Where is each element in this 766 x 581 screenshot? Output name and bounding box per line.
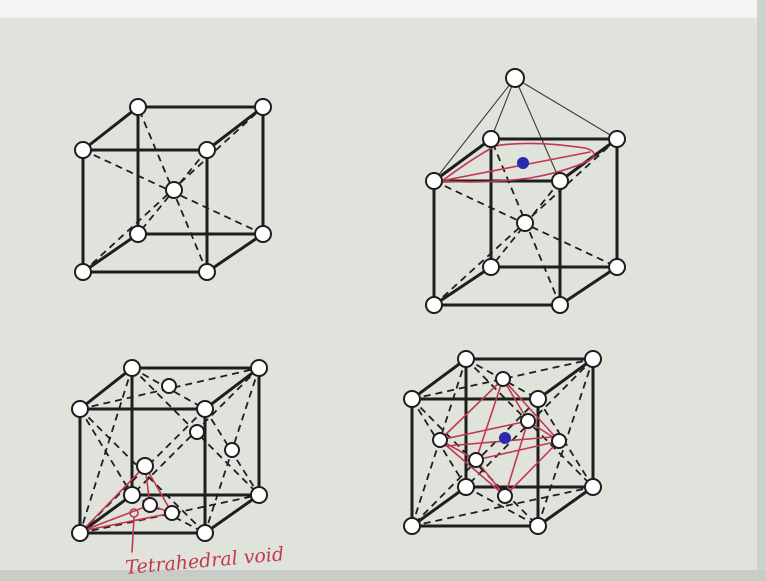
atom — [483, 131, 499, 147]
atom — [585, 351, 601, 367]
atom — [404, 518, 420, 534]
bcc-edge — [207, 234, 263, 272]
atom — [75, 264, 91, 280]
cell-edge — [434, 267, 491, 305]
face-center-atom — [433, 433, 447, 447]
atom — [552, 297, 568, 313]
body-center-atom — [166, 182, 182, 198]
atom — [251, 360, 267, 376]
face-center-atom — [496, 372, 510, 386]
atom — [458, 479, 474, 495]
atom — [404, 391, 420, 407]
atom — [609, 259, 625, 275]
bcc-front-face — [83, 150, 207, 272]
face-center-atom — [165, 506, 179, 520]
octahedral-void-marker — [499, 432, 511, 444]
bcc-edge — [83, 234, 138, 272]
atom — [124, 360, 140, 376]
face-center-atom — [190, 425, 204, 439]
cell-edge — [560, 267, 617, 305]
face-center-atom — [225, 443, 239, 457]
bcc-octahedral-void-cell — [426, 69, 625, 313]
cell-edge — [205, 495, 259, 533]
tetrahedral-void-label: Tetrahedral void — [125, 543, 285, 579]
atom — [197, 525, 213, 541]
face-center-atom — [469, 453, 483, 467]
atom — [530, 518, 546, 534]
cell-edge — [205, 368, 259, 409]
atom — [199, 142, 215, 158]
atom — [72, 401, 88, 417]
neighbor-link — [515, 78, 617, 139]
atom — [75, 142, 91, 158]
atom — [199, 264, 215, 280]
atom — [609, 131, 625, 147]
atom — [124, 487, 140, 503]
atom — [458, 351, 474, 367]
fcc-octahedral-void-cell — [404, 351, 601, 534]
face-center-atom — [137, 458, 153, 474]
octahedron-equator-sketch — [440, 421, 559, 460]
atom — [483, 259, 499, 275]
atom — [530, 391, 546, 407]
atom — [426, 297, 442, 313]
atom — [130, 226, 146, 242]
atom — [426, 173, 442, 189]
annotation-pointer — [132, 518, 134, 552]
face-center-atom — [143, 498, 157, 512]
apex-atom — [506, 69, 524, 87]
bcc-edge — [207, 107, 263, 150]
face-diagonal — [80, 368, 132, 533]
atom — [251, 487, 267, 503]
atom — [585, 479, 601, 495]
bcc-edge — [83, 107, 138, 150]
body-center-atom — [517, 215, 533, 231]
atom — [197, 401, 213, 417]
atom — [255, 226, 271, 242]
atom — [552, 173, 568, 189]
fcc-tetrahedral-void-cell: Tetrahedral void — [72, 360, 285, 579]
bcc-back-face — [138, 107, 263, 234]
bcc-unit-cell — [75, 99, 271, 280]
atom — [72, 525, 88, 541]
face-center-atom — [552, 434, 566, 448]
cell-front-face — [434, 181, 560, 305]
face-center-atom — [521, 414, 535, 428]
atom — [130, 99, 146, 115]
octahedral-void-marker — [517, 157, 529, 169]
octahedron-sketch — [446, 437, 552, 446]
face-center-atom — [498, 489, 512, 503]
face-center-atom — [162, 379, 176, 393]
atom — [255, 99, 271, 115]
